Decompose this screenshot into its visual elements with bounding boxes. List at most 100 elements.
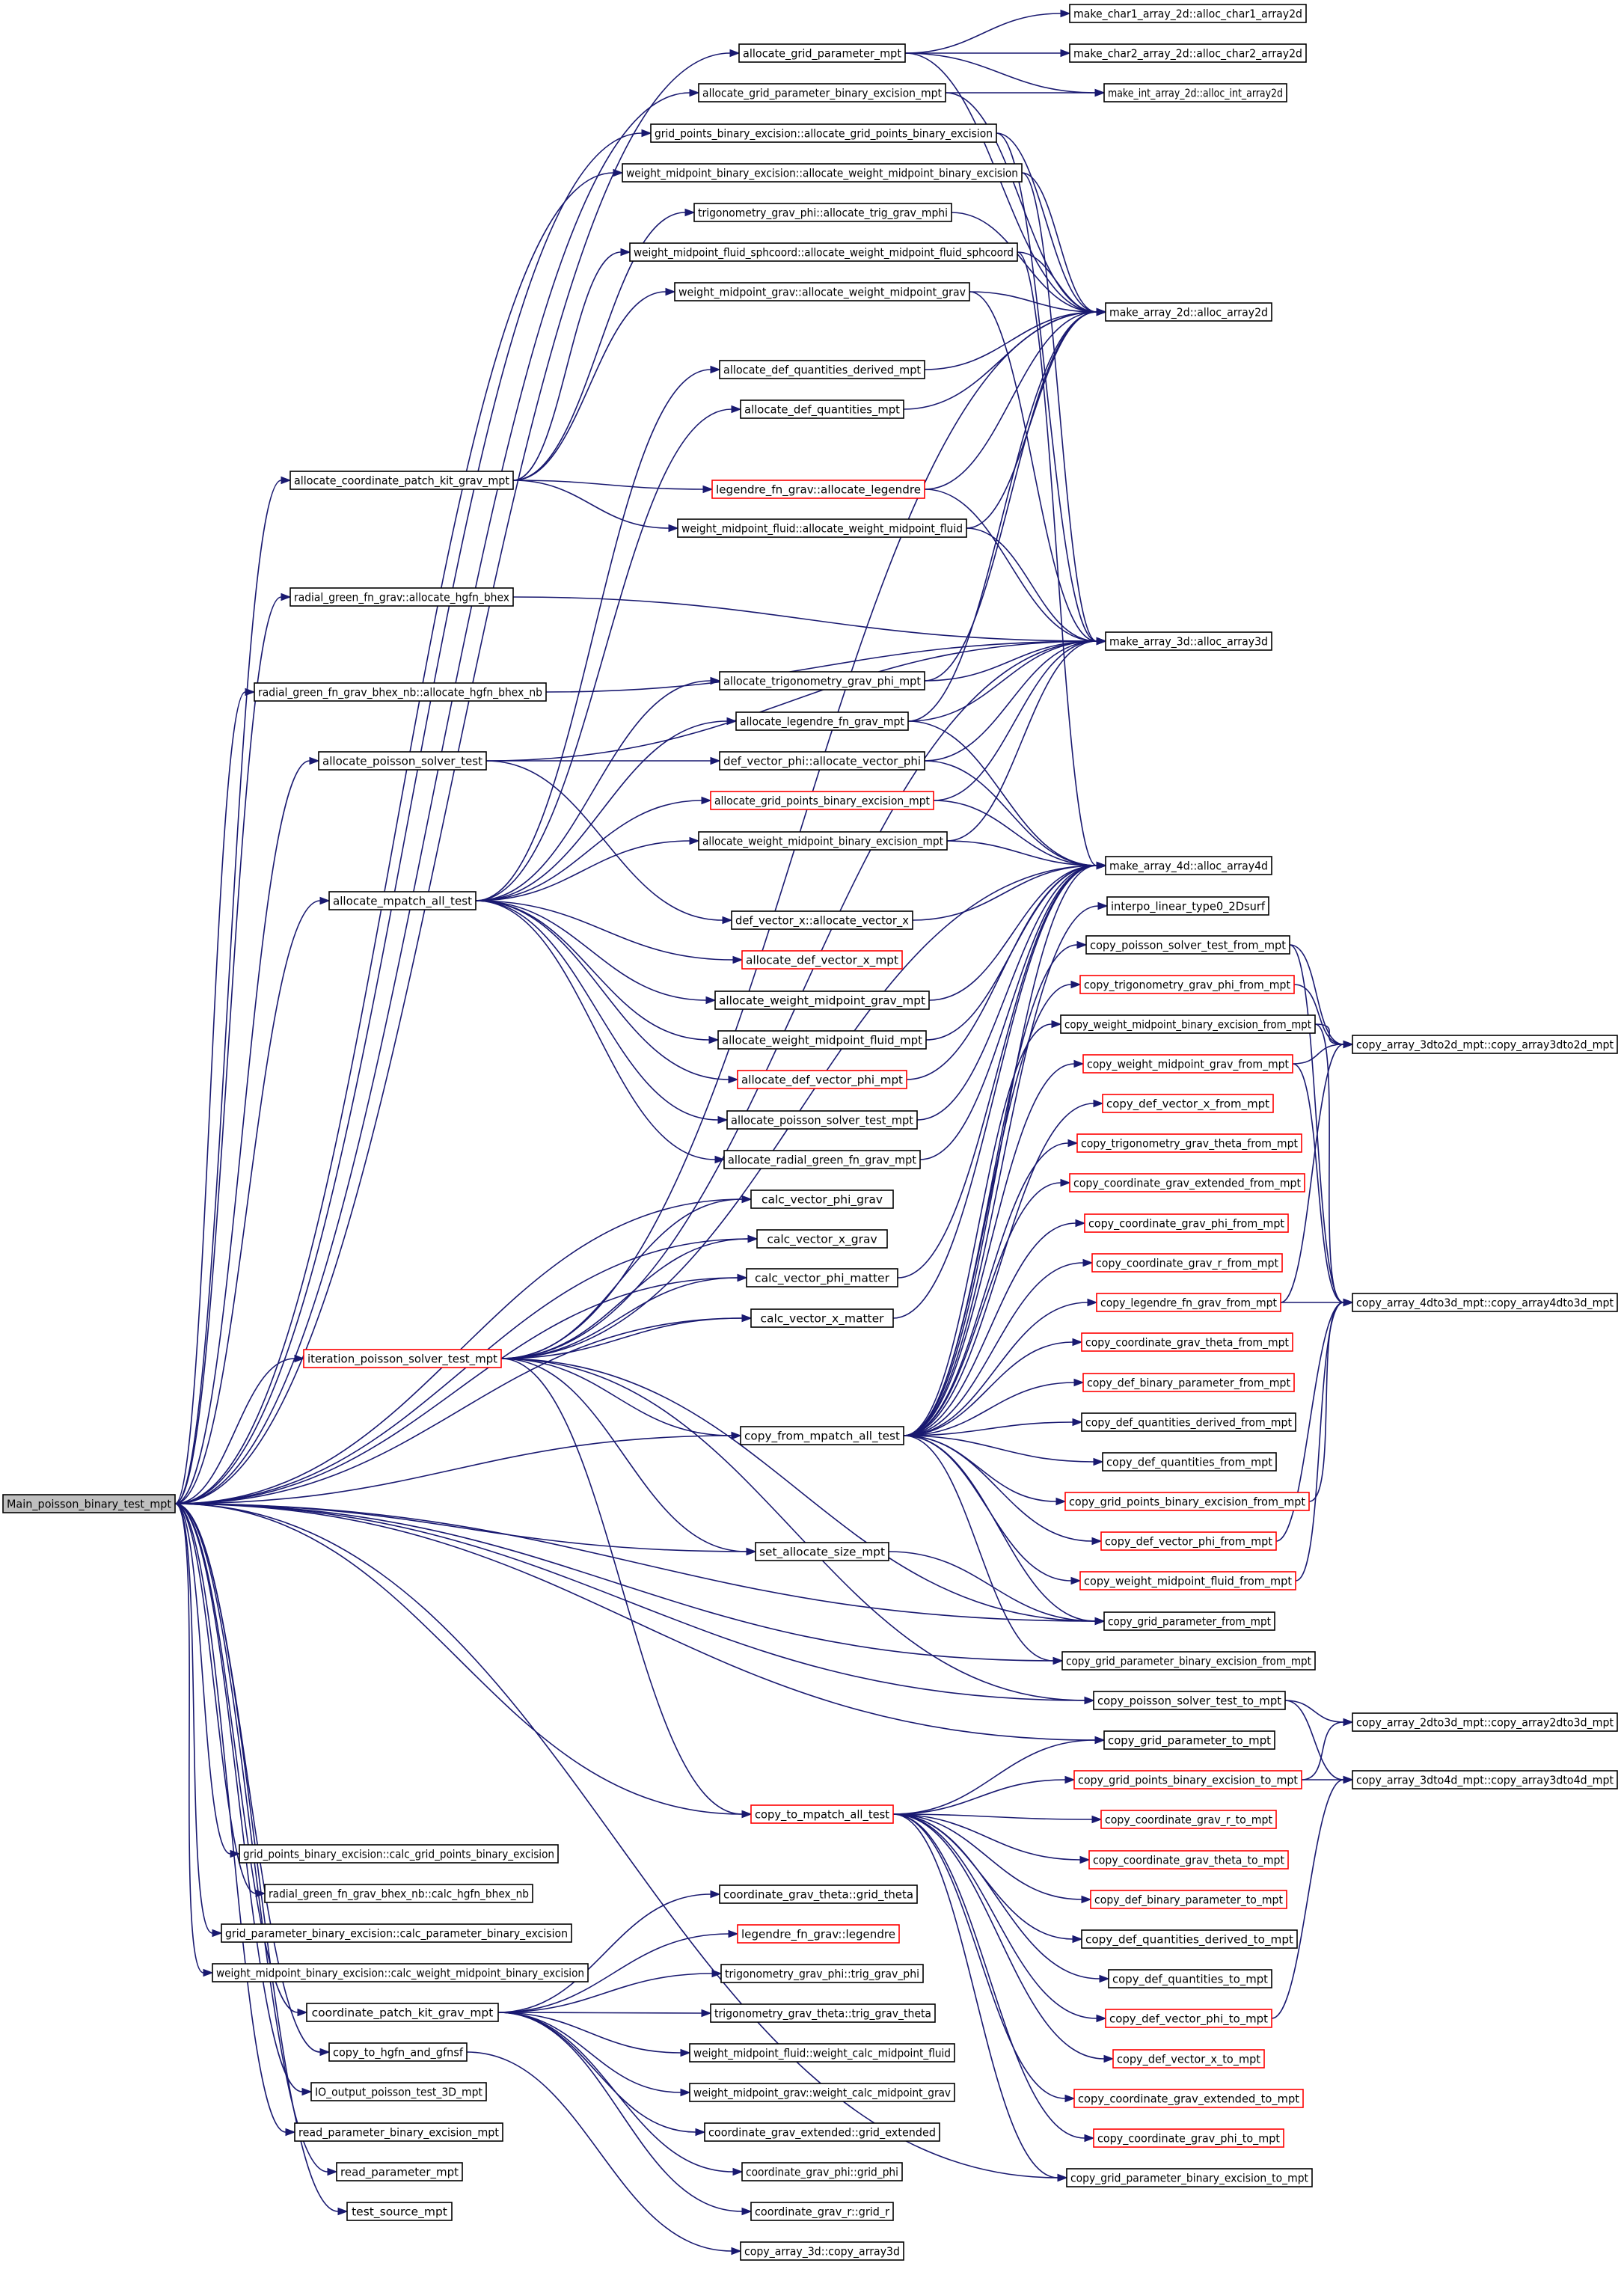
node-clfgf[interactable]: copy_legendre_fn_grav_from_mpt [1096,1293,1281,1312]
node-ccgrt[interactable]: copy_coordinate_grav_r_to_mpt [1100,1810,1277,1829]
node-cvxg[interactable]: calc_vector_x_grav [756,1229,888,1249]
node-adq[interactable]: allocate_def_quantities_mpt [740,399,904,419]
node-ca3d_ca[interactable]: copy_array_3d::copy_array3d [740,2241,904,2261]
node-gpbe_calc[interactable]: grid_points_binary_excision::calc_grid_p… [239,1844,559,1864]
node-gpbe_calcp[interactable]: grid_parameter_binary_excision::calc_par… [221,1923,572,1943]
node-ca3d2d[interactable]: copy_array_3dto2d_mpt::copy_array3dto2d_… [1352,1035,1618,1054]
node-apst[interactable]: allocate_poisson_solver_test [318,751,487,771]
node-cwmff[interactable]: copy_weight_midpoint_fluid_from_mpt [1079,1571,1296,1590]
node-cgpt[interactable]: copy_grid_parameter_to_mpt [1103,1730,1275,1750]
node-ccgef[interactable]: copy_coordinate_grav_extended_from_mpt [1069,1173,1305,1192]
node-wmfs_awm[interactable]: weight_midpoint_fluid_sphcoord::allocate… [629,242,1018,262]
node-dvx_av[interactable]: def_vector_x::allocate_vector_x [731,910,913,930]
node-awmg[interactable]: allocate_weight_midpoint_grav_mpt [714,990,930,1010]
node-ctgpf[interactable]: copy_trigonometry_grav_phi_from_mpt [1079,975,1295,994]
node-alfg[interactable]: allocate_legendre_fn_grav_mpt [735,711,909,731]
node-iop[interactable]: IO_output_poisson_test_3D_mpt [310,2082,487,2101]
node-cwmgf[interactable]: copy_weight_midpoint_grav_from_mpt [1082,1054,1293,1074]
node-m3d[interactable]: make_array_3d::alloc_array3d [1105,631,1272,651]
node-wmg_wc[interactable]: weight_midpoint_grav::weight_calc_midpoi… [689,2083,955,2102]
node-cgt_gt[interactable]: coordinate_grav_theta::grid_theta [719,1884,918,1904]
node-mc1[interactable]: make_char1_array_2d::alloc_char1_array2d [1069,4,1307,23]
node-amat[interactable]: allocate_mpatch_all_test [328,891,477,910]
node-cdvpt[interactable]: copy_def_vector_phi_to_mpt [1105,2009,1272,2028]
node-tsm[interactable]: test_source_mpt [346,2202,453,2221]
node-cpstt[interactable]: copy_poisson_solver_test_to_mpt [1093,1691,1286,1710]
node-agp[interactable]: allocate_grid_parameter_mpt [738,43,906,63]
node-wmbe_awm[interactable]: weight_midpoint_binary_excision::allocat… [622,163,1023,183]
node-cpkg[interactable]: coordinate_patch_kit_grav_mpt [306,2003,499,2022]
node-argfg[interactable]: allocate_radial_green_fn_grav_mpt [723,1150,921,1169]
node-rp[interactable]: read_parameter_mpt [336,2162,463,2181]
node-adqd[interactable]: allocate_def_quantities_derived_mpt [719,360,925,379]
node-gpbe_agp[interactable]: grid_points_binary_excision::allocate_gr… [650,123,997,143]
node-root[interactable]: Main_poisson_binary_test_mpt [2,1494,176,1513]
node-cvxm[interactable]: calc_vector_x_matter [750,1308,894,1328]
node-ccget[interactable]: copy_coordinate_grav_extended_to_mpt [1073,2089,1304,2108]
node-tgt_t[interactable]: trigonometry_grav_theta::trig_grav_theta [710,2003,936,2023]
node-ca3d4d[interactable]: copy_array_3dto4d_mpt::copy_array3dto4d_… [1352,1770,1618,1789]
node-apstm[interactable]: allocate_poisson_solver_test_mpt [726,1110,918,1130]
node-cdqdt[interactable]: copy_def_quantities_derived_to_mpt [1081,1929,1298,1949]
node-cgp_gp[interactable]: coordinate_grav_phi::grid_phi [741,2162,903,2181]
node-tgp_atgm[interactable]: trigonometry_grav_phi::allocate_trig_gra… [693,203,952,222]
node-lfg_al[interactable]: legendre_fn_grav::allocate_legendre [711,480,925,499]
node-rgfgbn_calc[interactable]: radial_green_fn_grav_bhex_nb::calc_hgfn_… [264,1884,533,1903]
node-awmf[interactable]: allocate_weight_midpoint_fluid_mpt [717,1030,927,1050]
node-cdvxt[interactable]: copy_def_vector_x_to_mpt [1112,2049,1265,2069]
node-cvpm[interactable]: calc_vector_phi_matter [746,1268,898,1287]
node-wmbe_calc[interactable]: weight_midpoint_binary_excision::calc_we… [212,1963,589,1982]
node-agpbe[interactable]: allocate_grid_parameter_binary_excision_… [698,83,946,102]
node-cthg[interactable]: copy_to_hgfn_and_gfnsf [328,2042,468,2062]
node-acpkg[interactable]: allocate_coordinate_patch_kit_grav_mpt [289,471,514,490]
node-cgpbefm[interactable]: copy_grid_parameter_binary_excision_from… [1061,1651,1316,1671]
node-cvpg[interactable]: calc_vector_phi_grav [750,1189,894,1209]
node-cgpf[interactable]: copy_grid_parameter_from_mpt [1103,1611,1275,1631]
node-ctgtf[interactable]: copy_trigonometry_grav_theta_from_mpt [1076,1133,1302,1153]
node-cdqt[interactable]: copy_def_quantities_to_mpt [1108,1969,1272,1988]
node-cdbpt[interactable]: copy_def_binary_parameter_to_mpt [1090,1890,1287,1909]
node-adv_phi[interactable]: allocate_def_vector_phi_mpt [737,1070,907,1089]
node-cdvpf[interactable]: copy_def_vector_phi_from_mpt [1100,1531,1277,1551]
node-sas[interactable]: set_allocate_size_mpt [755,1542,889,1561]
node-cgpbetm[interactable]: copy_grid_parameter_binary_excision_to_m… [1066,2168,1313,2187]
node-ilt[interactable]: interpo_linear_type0_2Dsurf [1106,896,1269,916]
node-cpstf[interactable]: copy_poisson_solver_test_from_mpt [1085,935,1290,955]
node-ccgtt[interactable]: copy_coordinate_grav_theta_to_mpt [1088,1850,1289,1870]
node-rpbe[interactable]: read_parameter_binary_excision_mpt [294,2122,503,2142]
node-cdqdf[interactable]: copy_def_quantities_derived_from_mpt [1081,1412,1296,1432]
node-ctmat[interactable]: copy_to_mpatch_all_test [750,1804,894,1824]
node-agpbe2[interactable]: allocate_grid_points_binary_excision_mpt [710,791,934,810]
node-rgfgbn_ah[interactable]: radial_green_fn_grav_bhex_nb::allocate_h… [254,682,547,702]
node-ccgrf[interactable]: copy_coordinate_grav_r_from_mpt [1091,1253,1283,1273]
node-cfmat[interactable]: copy_from_mpatch_all_test [740,1426,904,1445]
node-mi2[interactable]: make_int_array_2d::alloc_int_array2d [1103,83,1287,102]
node-ipst[interactable]: iteration_poisson_solver_test_mpt [303,1349,502,1368]
node-wmf_wc[interactable]: weight_midpoint_fluid::weight_calc_midpo… [689,2043,955,2063]
node-cgpbef[interactable]: copy_grid_points_binary_excision_from_mp… [1064,1492,1310,1511]
node-ca2d3d[interactable]: copy_array_2dto3d_mpt::copy_array2dto3d_… [1352,1712,1618,1732]
node-atgp[interactable]: allocate_trigonometry_grav_phi_mpt [719,671,925,691]
node-cdvxf[interactable]: copy_def_vector_x_from_mpt [1102,1094,1274,1113]
node-adv_x[interactable]: allocate_def_vector_x_mpt [741,950,903,970]
node-wmg_awm[interactable]: weight_midpoint_grav::allocate_weight_mi… [674,282,970,301]
node-ca4d3d[interactable]: copy_array_4dto3d_mpt::copy_array4dto3d_… [1352,1293,1618,1312]
node-cdbpf[interactable]: copy_def_binary_parameter_from_mpt [1082,1373,1295,1392]
node-tgp_t[interactable]: trigonometry_grav_phi::trig_grav_phi [720,1964,924,1983]
node-ccgpf[interactable]: copy_coordinate_grav_phi_from_mpt [1084,1213,1289,1233]
node-mc2[interactable]: make_char2_array_2d::alloc_char2_array2d [1069,43,1307,63]
node-cdqf[interactable]: copy_def_quantities_from_mpt [1102,1452,1277,1472]
node-lfg_l[interactable]: legendre_fn_grav::legendre [737,1924,900,1944]
node-m4d[interactable]: make_array_4d::alloc_array4d [1105,856,1272,875]
node-wmf_awm[interactable]: weight_midpoint_fluid::allocate_weight_m… [677,518,967,538]
node-awmbe[interactable]: allocate_weight_midpoint_binary_excision… [698,831,948,851]
node-cgpbet[interactable]: copy_grid_points_binary_excision_to_mpt [1073,1770,1302,1789]
node-rgfg_ah[interactable]: radial_green_fn_grav::allocate_hgfn_bhex [289,587,514,607]
node-dvp_av[interactable]: def_vector_phi::allocate_vector_phi [719,751,925,771]
node-cge_ge[interactable]: coordinate_grav_extended::grid_extended [704,2122,940,2142]
node-cgr_gr[interactable]: coordinate_grav_r::grid_r [750,2202,894,2221]
node-cwmbef[interactable]: copy_weight_midpoint_binary_excision_fro… [1060,1014,1316,1034]
node-ccgpt[interactable]: copy_coordinate_grav_phi_to_mpt [1093,2128,1284,2148]
node-ccgtf[interactable]: copy_coordinate_grav_theta_from_mpt [1081,1332,1293,1352]
node-m2d[interactable]: make_array_2d::alloc_array2d [1105,302,1272,322]
